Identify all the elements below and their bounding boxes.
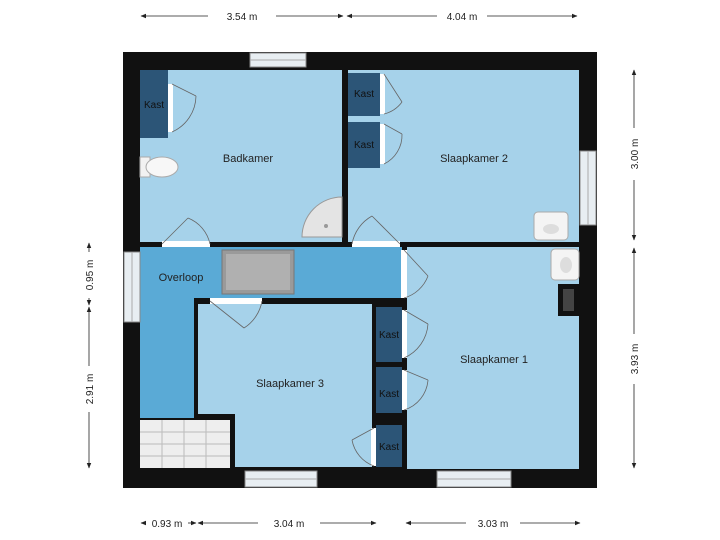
toilet-icon bbox=[139, 156, 179, 178]
closet-slaapkamer2-bottom bbox=[348, 122, 380, 168]
ceiling-hatch-inner bbox=[226, 254, 290, 290]
chimney-inner bbox=[563, 289, 574, 311]
dimension-lines bbox=[86, 13, 637, 526]
window-glass-lines bbox=[131, 59, 589, 480]
dim-right-upper: 3.00 m bbox=[630, 139, 641, 170]
closet-label: Kast bbox=[354, 89, 374, 100]
dim-bottom-2: 3.04 m bbox=[274, 519, 305, 530]
room-slaapkamer-1 bbox=[407, 247, 579, 469]
sink-icon-slaapkamer1 bbox=[550, 248, 580, 281]
label-slaapkamer-3: Slaapkamer 3 bbox=[256, 378, 324, 390]
dim-top-right: 4.04 m bbox=[447, 12, 478, 23]
closet-sk3-middle bbox=[376, 367, 402, 413]
label-slaapkamer-2: Slaapkamer 2 bbox=[440, 153, 508, 165]
dim-right-lower: 3.93 m bbox=[630, 344, 641, 375]
closet-label: Kast bbox=[379, 330, 399, 341]
closet-badkamer bbox=[140, 70, 168, 138]
shower-icon bbox=[301, 196, 343, 238]
label-slaapkamer-1: Slaapkamer 1 bbox=[460, 354, 528, 366]
dim-left-lower: 2.91 m bbox=[85, 374, 96, 405]
closet-label: Kast bbox=[354, 140, 374, 151]
closet-label: Kast bbox=[379, 389, 399, 400]
room-overloop bbox=[140, 247, 402, 418]
closet-label: Kast bbox=[379, 442, 399, 453]
closet-sk3-top bbox=[376, 307, 402, 362]
sink-icon-slaapkamer2 bbox=[533, 211, 569, 241]
dim-top-left: 3.54 m bbox=[227, 12, 258, 23]
closet-slaapkamer2-top bbox=[348, 73, 380, 116]
staircase bbox=[140, 420, 230, 468]
label-badkamer: Badkamer bbox=[223, 153, 273, 165]
closet-sk3-bottom bbox=[376, 425, 402, 467]
dim-left-upper: 0.95 m bbox=[85, 260, 96, 291]
label-overloop: Overloop bbox=[159, 272, 204, 284]
dim-bottom-3: 3.03 m bbox=[478, 519, 509, 530]
closet-label: Kast bbox=[144, 100, 164, 111]
dim-bottom-1: 0.93 m bbox=[152, 519, 183, 530]
doors bbox=[161, 73, 429, 467]
room-badkamer bbox=[140, 70, 342, 242]
room-slaapkamer-3 bbox=[198, 304, 372, 467]
